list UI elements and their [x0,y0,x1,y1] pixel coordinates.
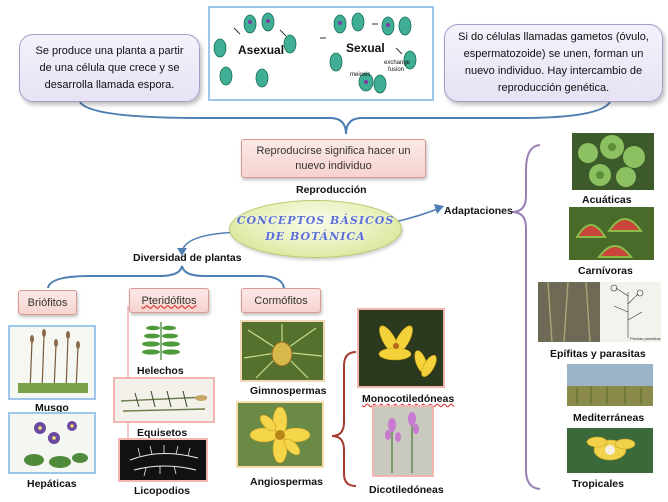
label-hepaticas: Hepáticas [27,478,77,490]
label-epifitas: Epífitas y parasitas [550,348,646,360]
label-carnivoras: Carnívoras [578,265,633,277]
helechos-photo [137,318,185,362]
sexual-callout: Si do células llamadas gametos (óvulo, e… [444,24,663,102]
group-cormofitos: Cormófitos [241,288,321,313]
group-pteridofitos: Pteridófitos [129,288,209,313]
definition-box: Reproducirse significa hacer un nuevo in… [241,139,426,178]
acuaticas-photo [572,133,654,190]
label-licopodios: Licopodios [134,485,190,497]
gimnospermas-photo [240,320,325,382]
carnivoras-photo [569,207,654,260]
label-helechos: Helechos [137,365,184,377]
equisetos-photo [113,377,215,423]
asexual-callout: Se produce una planta a partir de una cé… [19,34,200,102]
diversity-brace [47,265,285,289]
label-acuaticas: Acuáticas [582,194,632,206]
adaptations-label: Adaptaciones [444,205,513,217]
exchange-label: exchange [384,60,411,66]
mediterraneas-photo [567,364,653,406]
reproduction-label: Reproducción [296,184,367,196]
reproduction-figure: Asexual Sexual meiosis exchange fusion [208,6,434,101]
cell-cycle-illustration: Asexual Sexual meiosis exchange fusion [213,12,417,94]
asexual-figure-label: Asexual [238,43,284,57]
label-angiospermas: Angiospermas [250,476,323,488]
sexual-figure-label: Sexual [346,41,385,55]
diversity-label: Diversidad de plantas [133,252,242,264]
label-mediterraneas: Mediterráneas [573,412,645,424]
label-musgo: Musgo [35,402,69,414]
label-dicotiledoneas: Dicotiledóneas [369,484,444,496]
dicotiledoneas-photo [372,405,434,477]
adaptations-brace [511,144,541,490]
label-tropicales: Tropicales [572,478,624,490]
hepaticas-photo [8,412,96,474]
meiosis-label: meiosis [350,72,370,78]
group-briofitos: Briófitos [18,290,77,315]
epifitas-caption: Plantas parásitas [630,336,661,341]
angiosperm-brace [331,351,357,487]
angiospermas-photo [236,401,324,468]
central-topic: CONCEPTOS BÁSICOS DE BOTÁNICA [229,200,402,258]
central-title-line2: DE BOTÁNICA [265,230,366,243]
moss-photo [8,325,96,400]
label-gimnospermas: Gimnospermas [250,385,327,397]
monocotiledoneas-photo [357,308,445,388]
center-to-adaptations [394,207,441,223]
licopodios-photo [118,438,208,482]
top-brace [79,101,611,135]
tropicales-photo [567,428,653,473]
central-title-line1: CONCEPTOS BÁSICOS [236,214,395,227]
fusion-label: fusion [388,67,404,73]
label-equisetos: Equisetos [137,427,188,439]
epifitas-photo: Plantas parásitas [538,282,661,342]
label-monocotiledoneas: Monocotiledóneas [362,393,455,405]
